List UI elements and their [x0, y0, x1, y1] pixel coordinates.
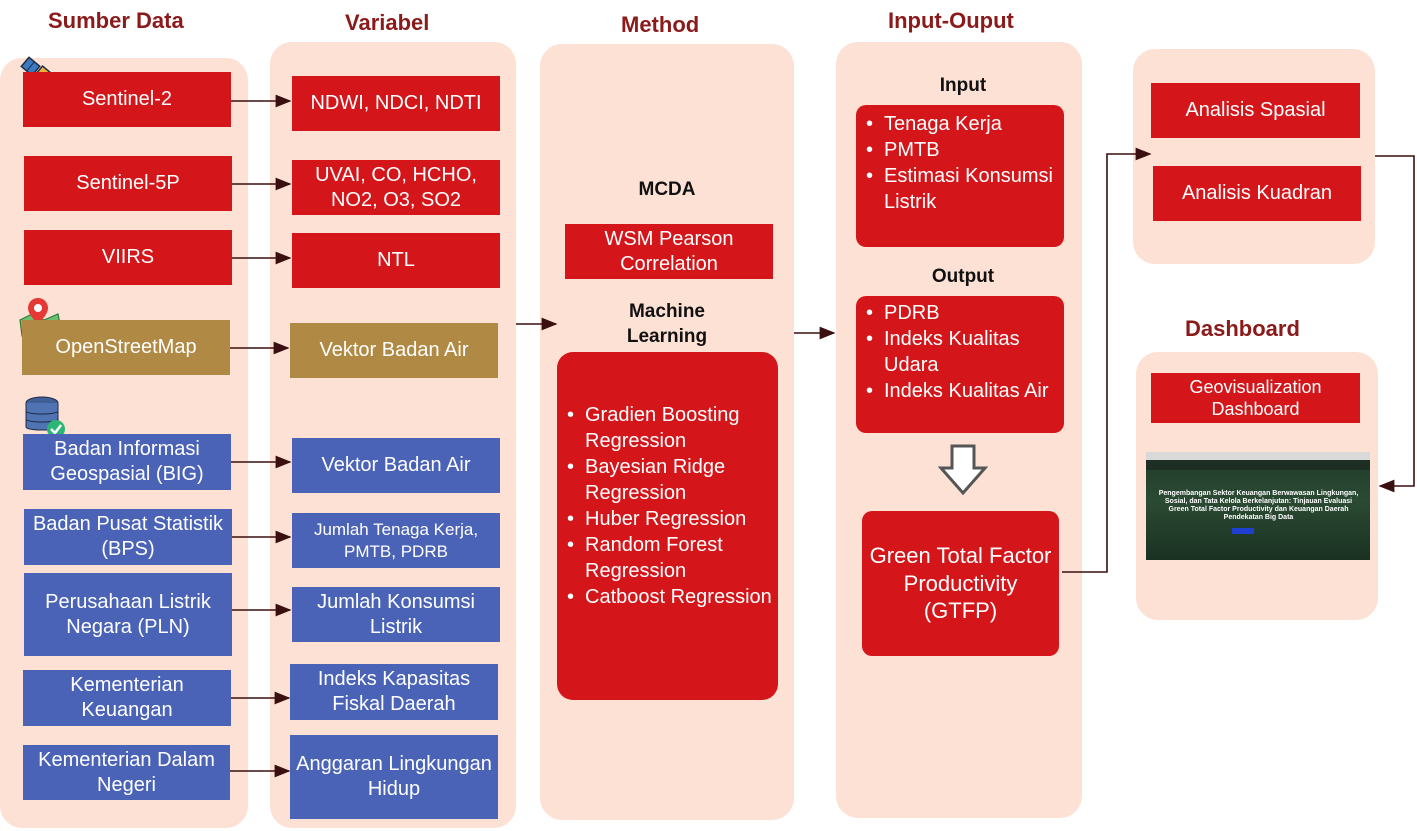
- analisis-kuadran: Analisis Kuadran: [1153, 166, 1361, 221]
- input-label: Input: [939, 75, 987, 96]
- arrow-analysis-dashboard: [1375, 155, 1415, 493]
- source-kemenkeu: Kementerian Keuangan: [23, 670, 231, 726]
- var-vektor-osm: Vektor Badan Air: [290, 323, 498, 378]
- dashboard-screenshot: Pengembangan Sektor Keuangan Berwawasan …: [1146, 452, 1370, 560]
- output-item: PDRB: [866, 300, 1064, 326]
- var-uvai: UVAI, CO, HCHO, NO2, O3, SO2: [292, 160, 500, 215]
- source-pln: Perusahaan Listrik Negara (PLN): [24, 573, 232, 656]
- analisis-spasial: Analisis Spasial: [1151, 83, 1360, 138]
- dashboard-nav: [1146, 460, 1370, 470]
- mcda-box: WSM Pearson Correlation: [565, 224, 773, 279]
- ml-list: Gradien Boosting Regression Bayesian Rid…: [557, 352, 778, 700]
- geovisualization-dashboard: Geovisualization Dashboard: [1151, 373, 1360, 423]
- ml-item: Huber Regression: [567, 506, 778, 532]
- header-input-output: Input-Ouput: [888, 8, 1014, 33]
- var-tenaga-kerja: Jumlah Tenaga Kerja, PMTB, PDRB: [292, 513, 500, 568]
- ml-label: Machine Learning: [626, 301, 708, 347]
- source-sentinel-5p: Sentinel-5P: [24, 156, 232, 211]
- ml-item: Catboost Regression: [567, 584, 778, 610]
- output-label: Output: [931, 266, 995, 287]
- output-list: PDRB Indeks Kualitas Udara Indeks Kualit…: [856, 296, 1064, 433]
- panel-analysis: [1133, 49, 1375, 264]
- ml-item: Random Forest Regression: [567, 532, 778, 584]
- input-item: PMTB: [866, 137, 1064, 163]
- dashboard-screenshot-title: Pengembangan Sektor Keuangan Berwawasan …: [1158, 490, 1359, 522]
- source-bps: Badan Pusat Statistik (BPS): [24, 509, 232, 565]
- var-kapasitas-fiskal: Indeks Kapasitas Fiskal Daerah: [290, 664, 498, 720]
- source-kemendagri: Kementerian Dalam Negeri: [23, 745, 230, 800]
- header-method: Method: [621, 12, 700, 37]
- var-ntl: NTL: [292, 233, 500, 288]
- input-list: Tenaga Kerja PMTB Estimasi Konsumsi List…: [856, 105, 1064, 247]
- gtfp-box: Green Total Factor Productivity (GTFP): [862, 511, 1059, 656]
- output-item: Indeks Kualitas Air: [866, 378, 1064, 404]
- ml-item: Bayesian Ridge Regression: [567, 454, 778, 506]
- var-ndwi: NDWI, NDCI, NDTI: [292, 76, 500, 131]
- input-item: Estimasi Konsumsi Listrik: [866, 163, 1064, 215]
- source-viirs: VIIRS: [24, 230, 232, 285]
- input-item: Tenaga Kerja: [866, 111, 1064, 137]
- source-big: Badan Informasi Geospasial (BIG): [23, 434, 231, 490]
- database-check-icon: [25, 396, 65, 438]
- var-anggaran: Anggaran Lingkungan Hidup: [290, 735, 498, 819]
- header-variabel: Variabel: [345, 10, 430, 35]
- source-openstreetmap: OpenStreetMap: [22, 320, 230, 375]
- dashboard-screenshot-button: [1232, 528, 1254, 534]
- var-konsumsi-listrik: Jumlah Konsumsi Listrik: [292, 587, 500, 642]
- ml-item: Gradien Boosting Regression: [567, 402, 778, 454]
- mcda-label: MCDA: [638, 179, 696, 200]
- source-sentinel-2: Sentinel-2: [23, 72, 231, 127]
- browser-bar: [1146, 452, 1370, 460]
- output-item: Indeks Kualitas Udara: [866, 326, 1064, 378]
- header-sumber-data: Sumber Data: [48, 8, 184, 33]
- down-arrow-icon: [938, 444, 988, 496]
- var-vektor-big: Vektor Badan Air: [292, 438, 500, 493]
- header-dashboard: Dashboard: [1185, 316, 1300, 341]
